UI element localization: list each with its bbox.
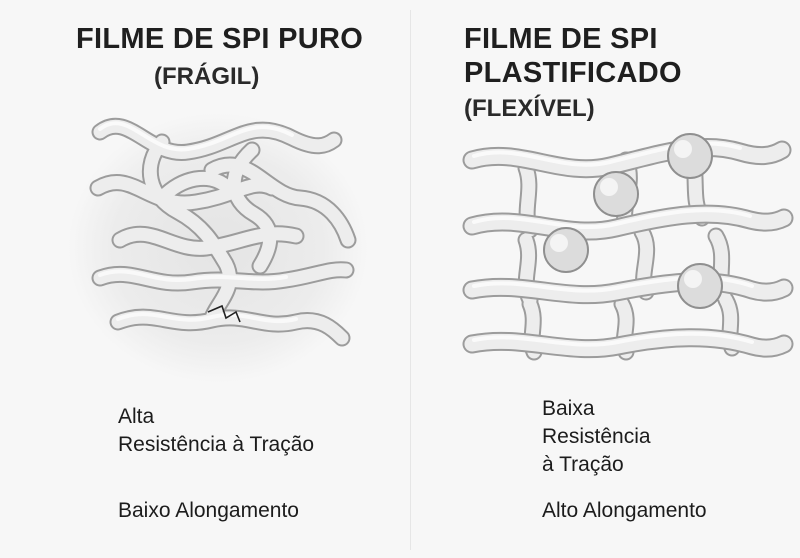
property-line: à Tração	[542, 453, 624, 476]
elongation-label: Baixo Alongamento	[118, 499, 299, 522]
plasticizer-sphere	[667, 133, 713, 179]
plasticizer-sphere	[677, 263, 723, 309]
property-line: Resistência	[542, 425, 651, 448]
plasticizer-sphere	[543, 227, 589, 273]
crack-mark	[207, 304, 241, 323]
panel-divider	[410, 10, 411, 550]
polymer-chains	[89, 117, 357, 347]
property-line: Resistência à Tração	[118, 433, 315, 456]
panel-plasticized-film: FILME DE SPI PLASTIFICADO (FLEXÍVEL)	[410, 0, 800, 558]
flexible-polymer-network	[462, 133, 794, 361]
brittle-polymer-network	[68, 113, 368, 383]
plasticizer-sphere	[593, 171, 639, 217]
panel-title: FILME DE SPI	[464, 23, 658, 55]
plasticizer-molecules	[543, 133, 723, 309]
property-line: Baixa	[542, 397, 595, 420]
panel-subtitle: (FLEXÍVEL)	[464, 95, 595, 122]
property-line: Alta	[118, 405, 155, 428]
elongation-label: Alto Alongamento	[542, 499, 707, 522]
panel-title: PLASTIFICADO	[464, 57, 682, 89]
panel-title: FILME DE SPI PURO	[76, 23, 364, 55]
panel-pure-film: FILME DE SPI PURO (FRÁGIL)	[68, 23, 368, 522]
panel-subtitle: (FRÁGIL)	[154, 63, 260, 90]
